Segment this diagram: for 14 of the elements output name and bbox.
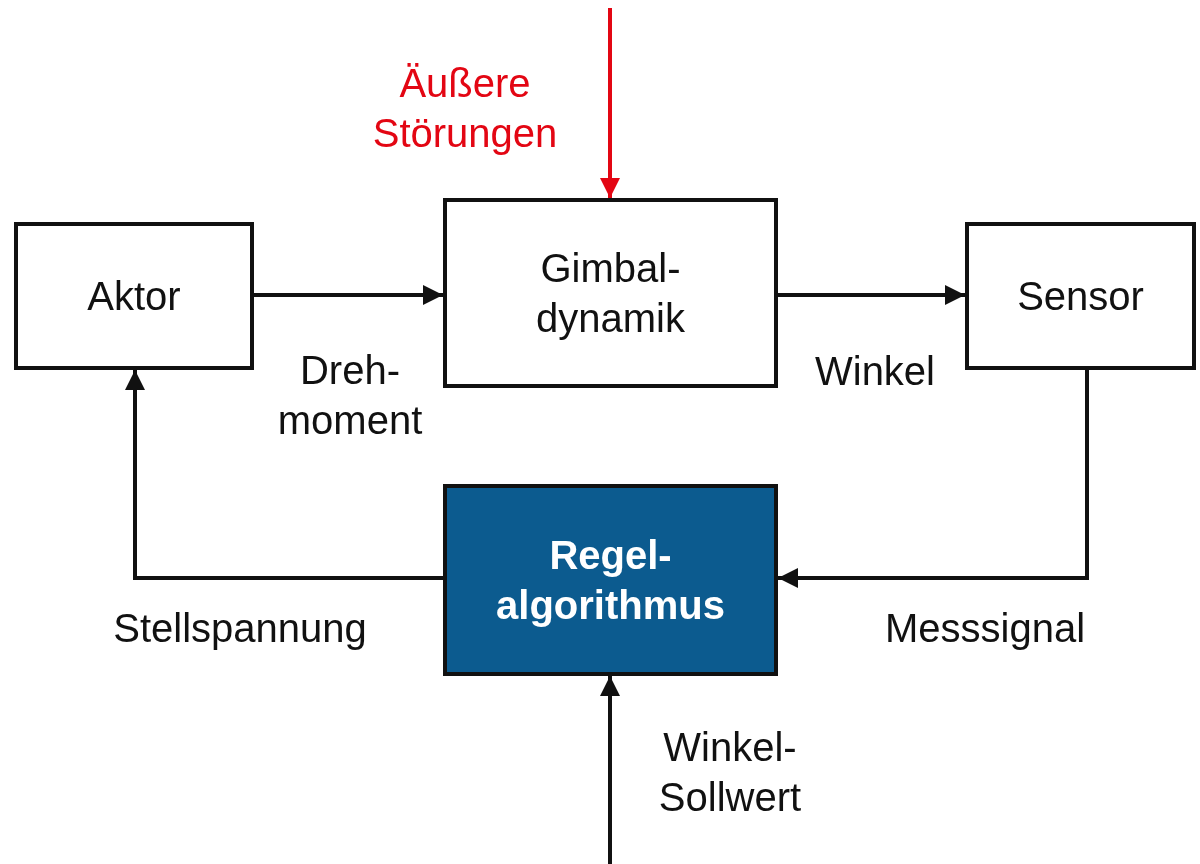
arrow [778, 370, 1089, 588]
box-label: Gimbal- dynamik [535, 245, 686, 342]
box-label: Regel- algorithmus [495, 532, 726, 629]
process-box [14, 222, 254, 370]
box-label: Aktor [87, 273, 181, 320]
box-label: Sensor [1017, 273, 1144, 320]
process-box [443, 198, 778, 388]
arrow [600, 676, 620, 864]
arrow [254, 285, 443, 305]
process-box [443, 484, 778, 676]
arrow [778, 285, 965, 305]
process-box [965, 222, 1196, 370]
arrow [125, 370, 443, 580]
arrow [600, 8, 620, 198]
